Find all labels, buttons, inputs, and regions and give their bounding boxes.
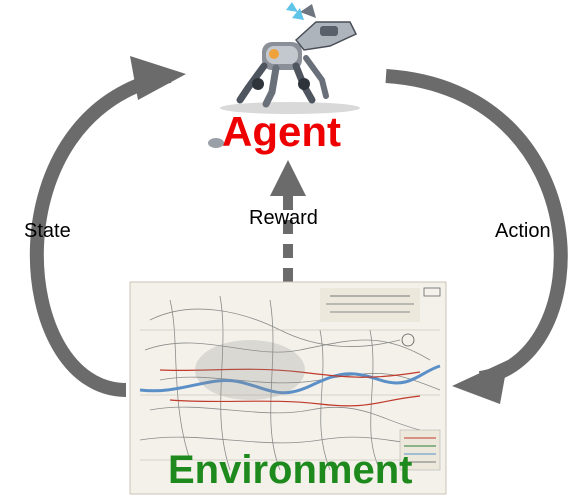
robot-dog-icon <box>208 2 360 148</box>
state-arrow <box>29 69 172 397</box>
reward-label: Reward <box>249 207 318 229</box>
environment-title: Environment <box>168 448 413 492</box>
action-arrowhead <box>452 360 508 404</box>
state-arrowhead <box>130 56 186 100</box>
agent-title: Agent <box>222 108 341 155</box>
action-label: Action <box>495 220 551 242</box>
state-label: State <box>24 220 71 242</box>
drainage-map-image <box>129 281 447 495</box>
reward-arrowhead <box>270 160 306 196</box>
action-arrow <box>385 69 568 385</box>
